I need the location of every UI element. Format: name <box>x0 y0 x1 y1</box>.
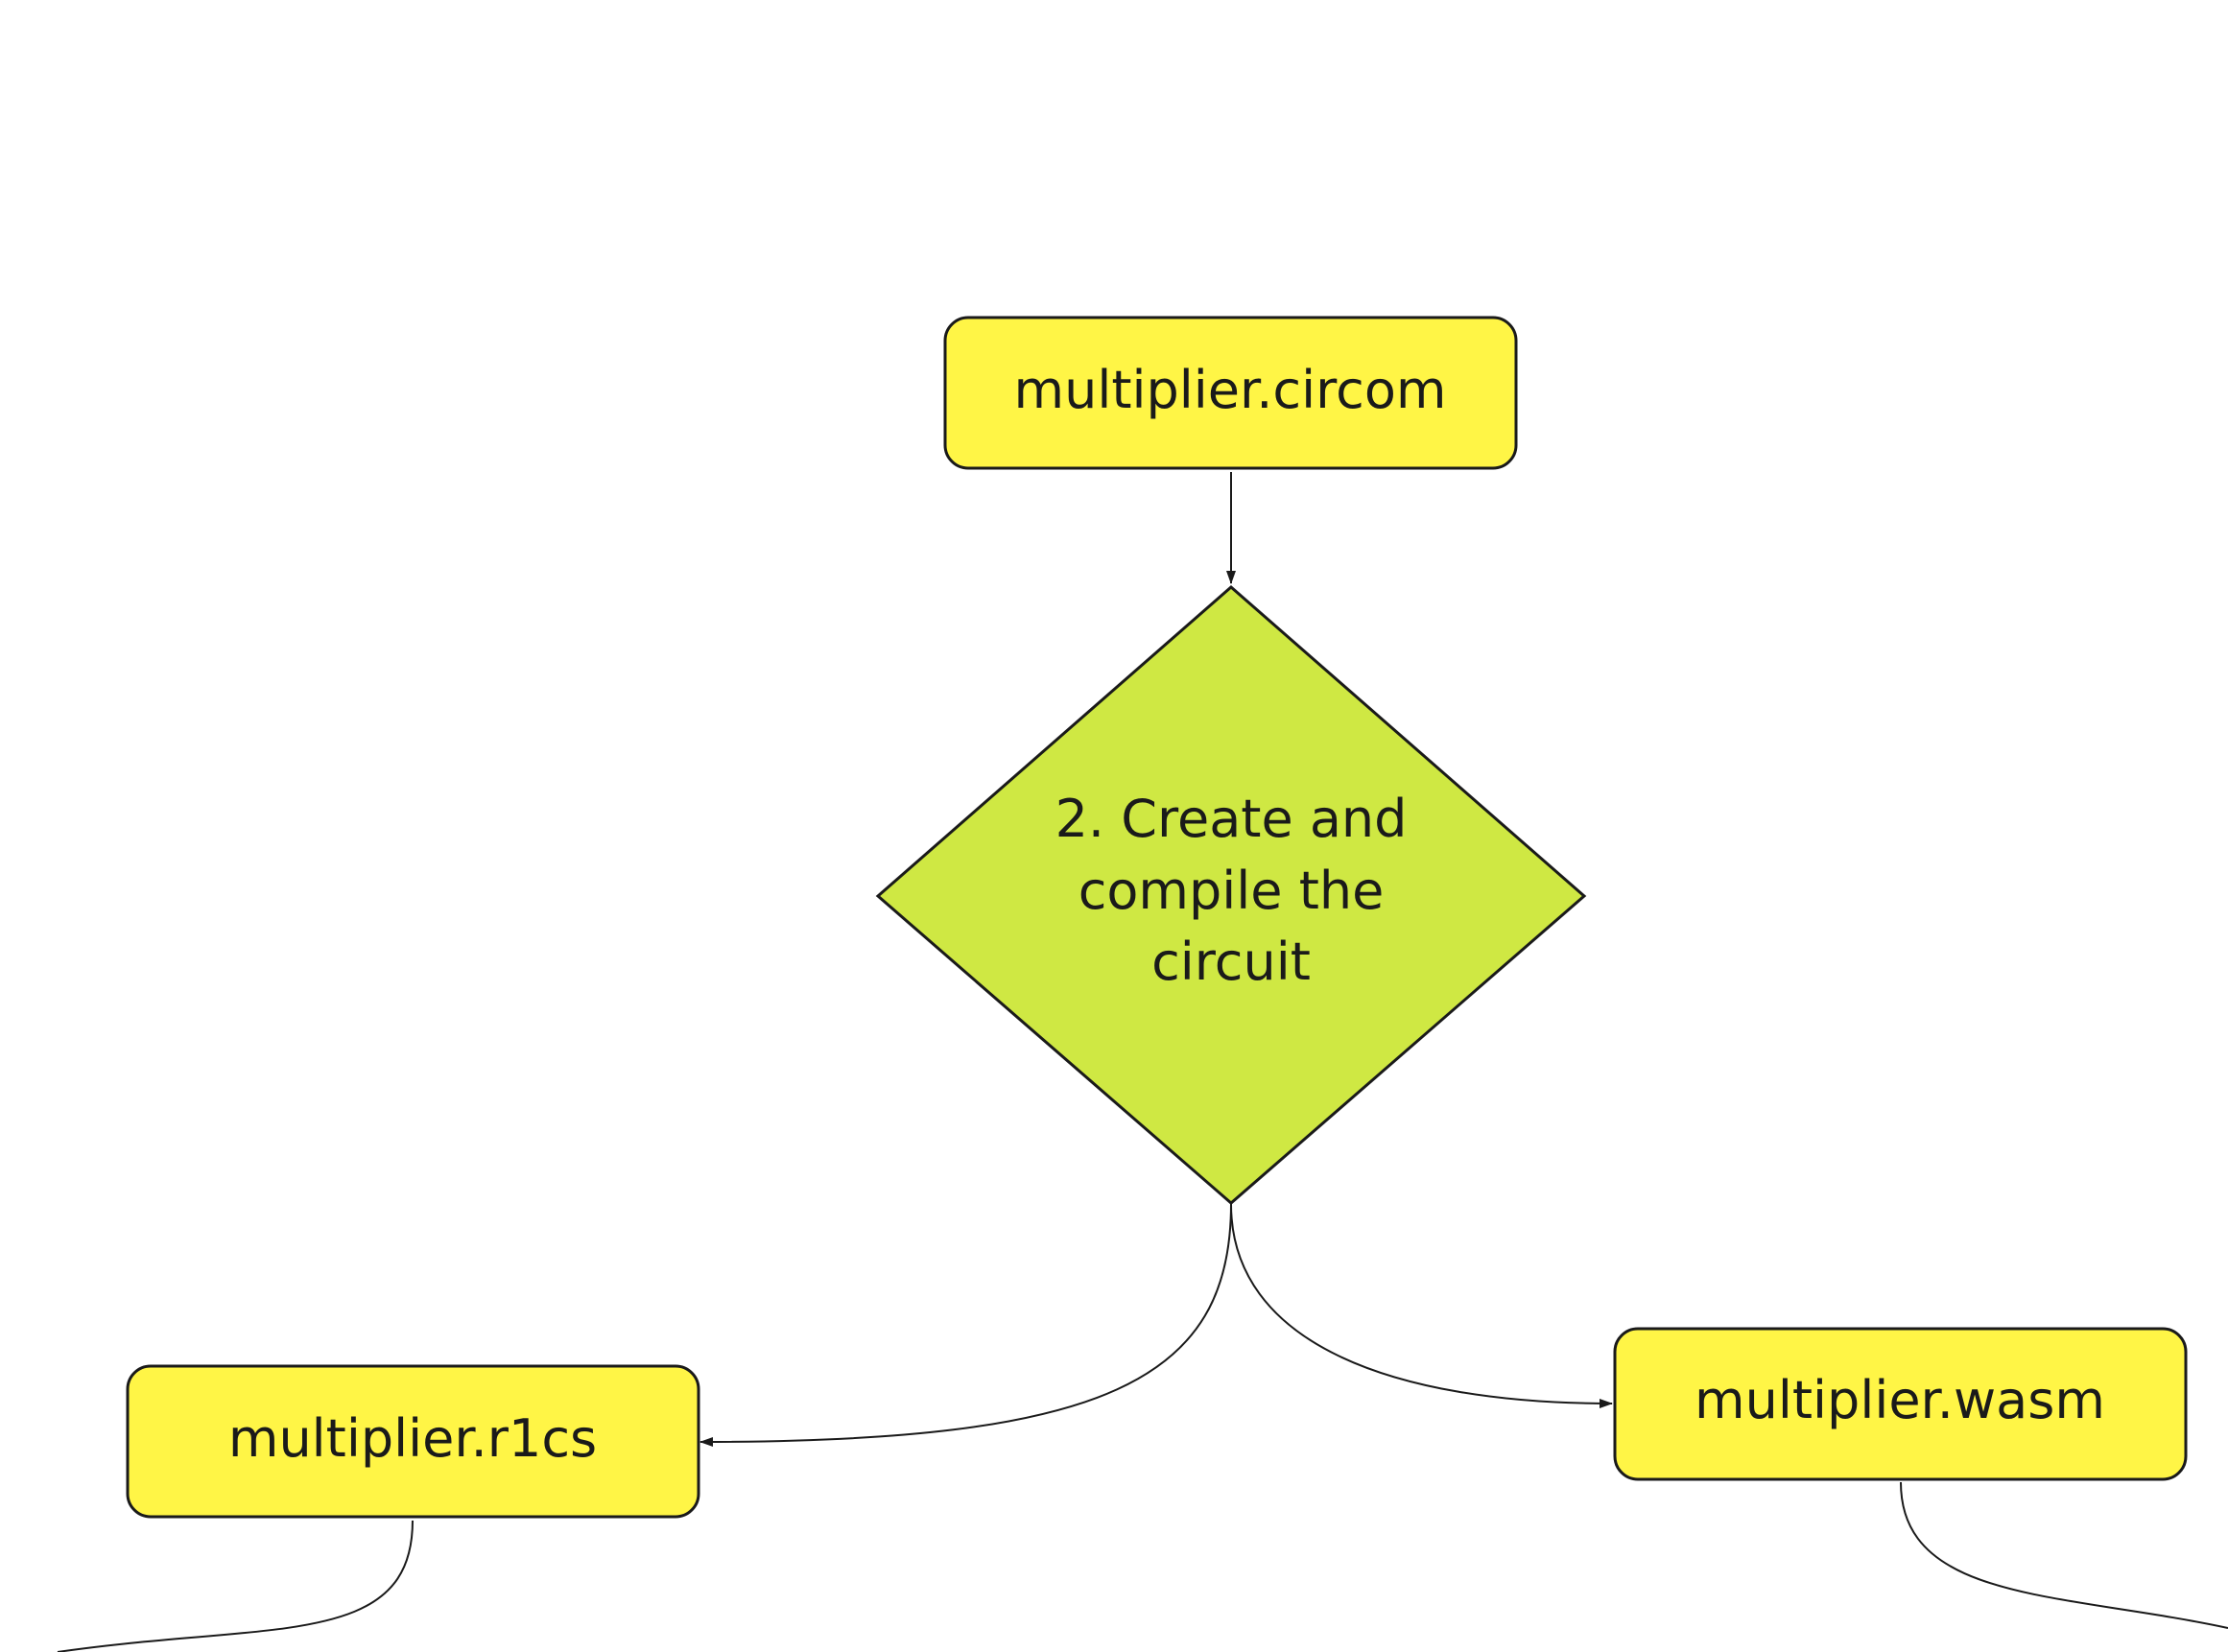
edge-wasm-continues <box>1900 1481 2228 1629</box>
node-compile-diamond <box>875 585 1587 1205</box>
node-multiplier-wasm[interactable]: multiplier.wasm <box>1613 1327 2188 1481</box>
node-create-compile-circuit[interactable]: 2. Create and compile the circuit <box>875 585 1587 1205</box>
node-circom-label: multiplier.circom <box>1014 360 1447 420</box>
edge-compile-to-r1cs <box>699 1203 1232 1447</box>
node-multiplier-circom[interactable]: multiplier.circom <box>943 316 1518 470</box>
edge-compile-to-wasm <box>1230 1203 1613 1408</box>
node-wasm-label: multiplier.wasm <box>1695 1370 2105 1430</box>
node-compile-label-line-1: 2. Create and <box>1055 789 1408 849</box>
node-compile-label-line-2: compile the <box>1078 861 1385 921</box>
node-r1cs-label: multiplier.r1cs <box>228 1408 597 1469</box>
node-multiplier-r1cs[interactable]: multiplier.r1cs <box>126 1364 700 1519</box>
node-wasm-box <box>1613 1327 2188 1481</box>
edge-r1cs-continues <box>57 1520 414 1652</box>
node-r1cs-box <box>126 1364 700 1519</box>
node-circom-box <box>943 316 1518 470</box>
node-compile-label-line-3: circuit <box>1151 932 1311 992</box>
